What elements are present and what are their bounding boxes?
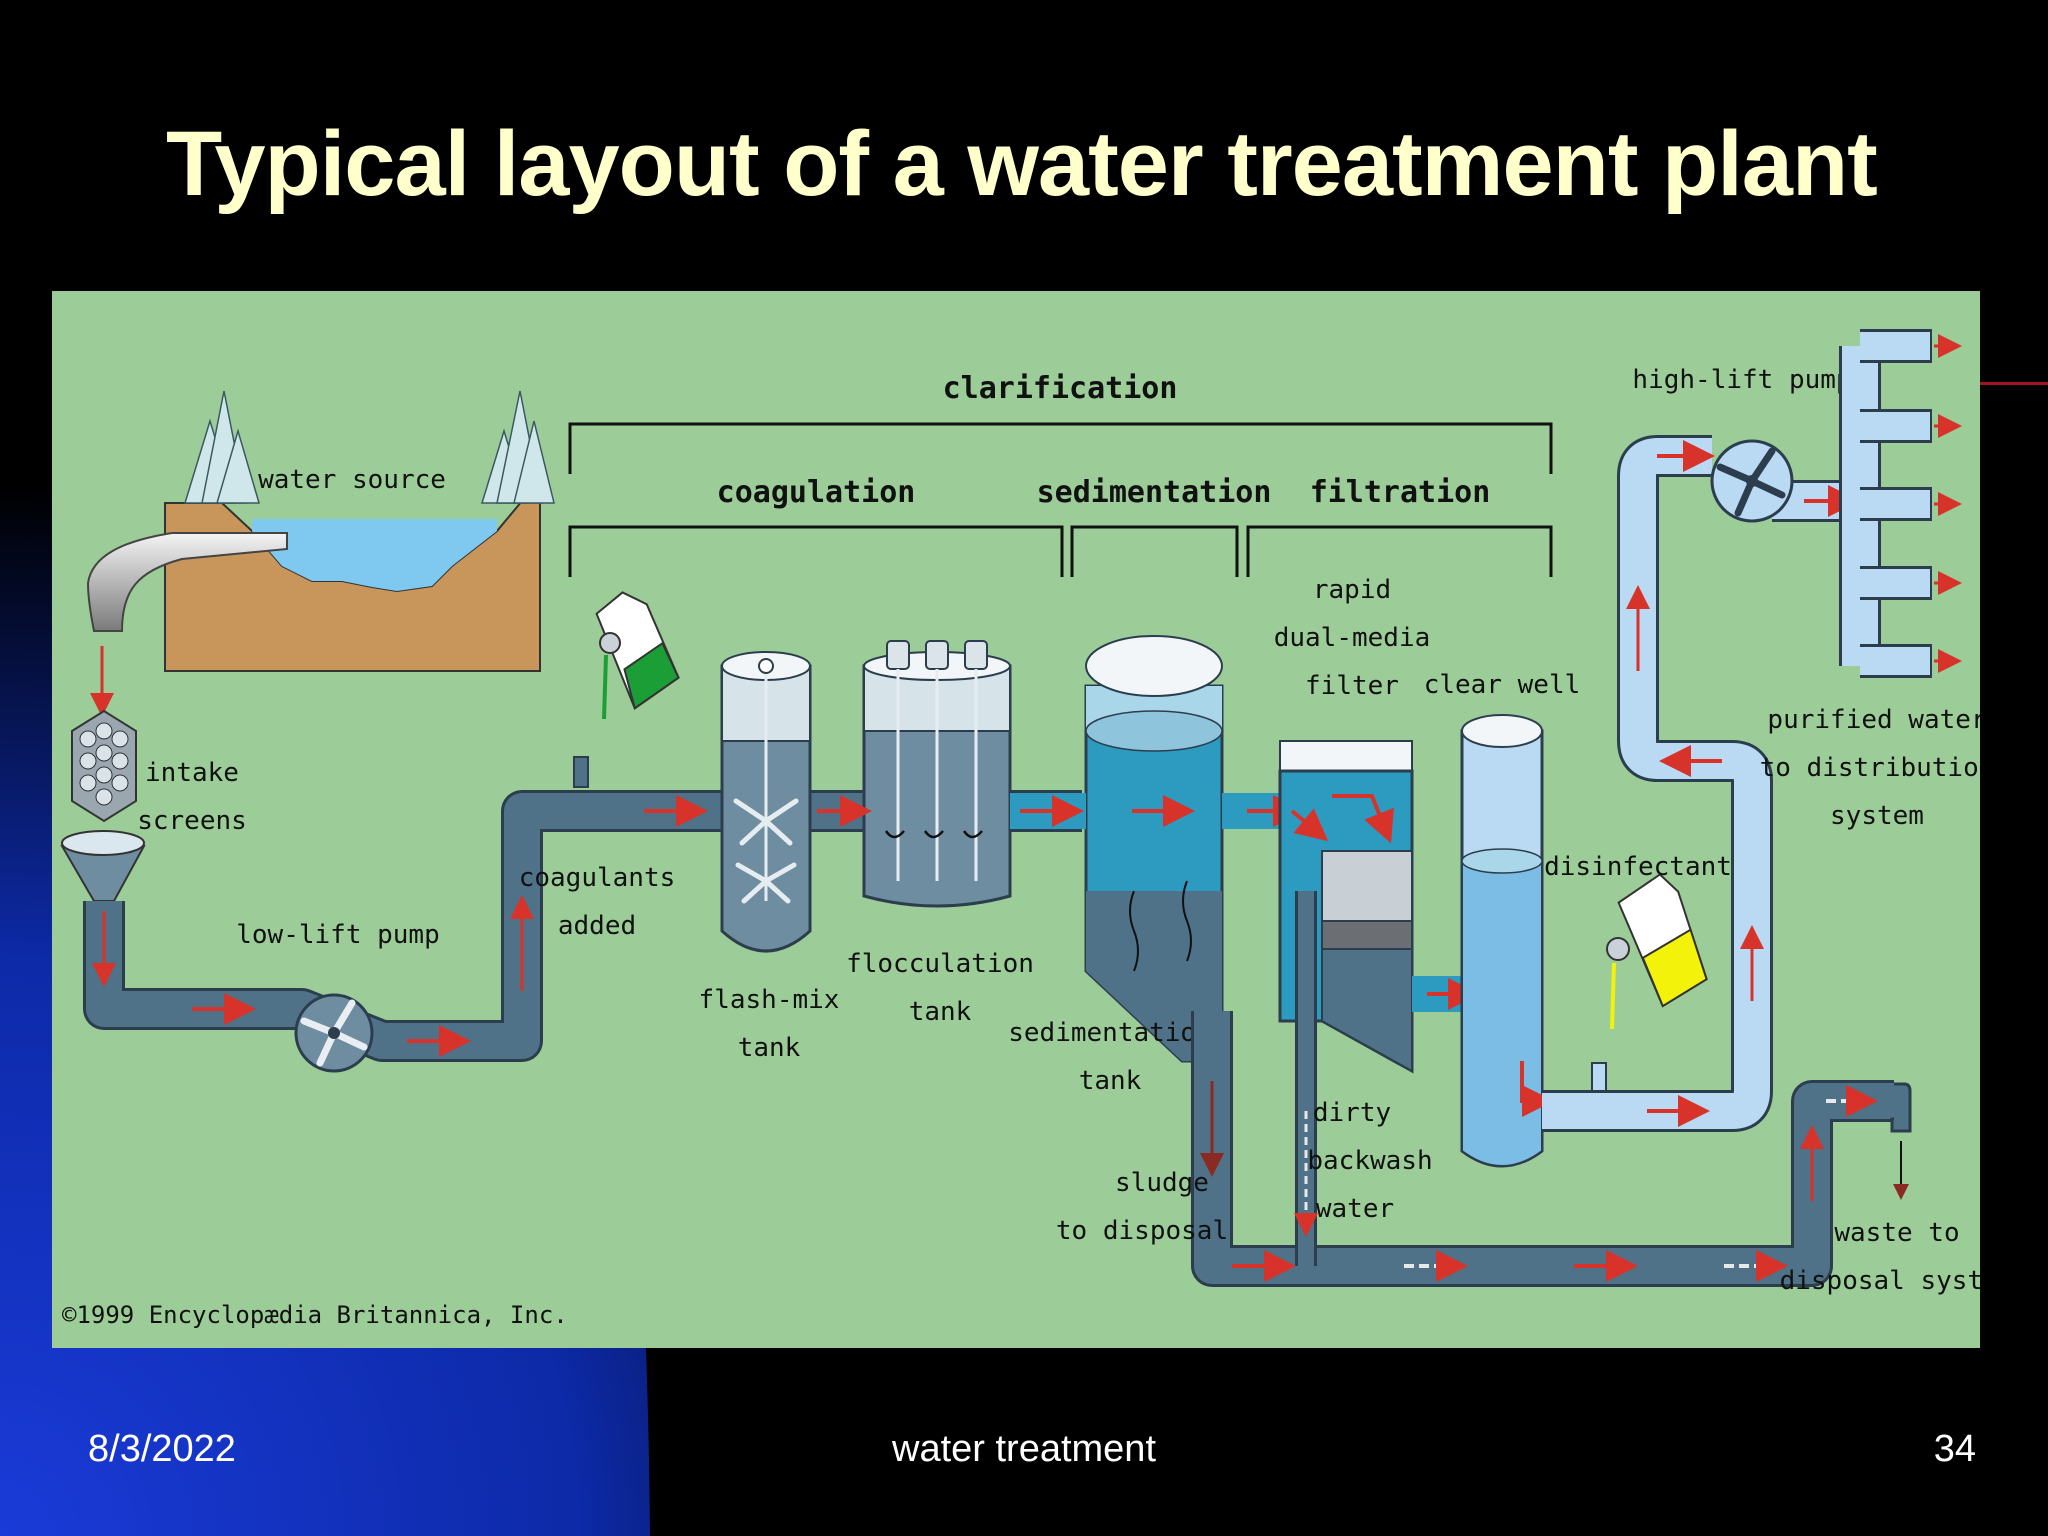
label-purified-water: purified water	[1767, 705, 1980, 735]
label-disinfectant: disinfectant	[1544, 852, 1732, 882]
label-flocculation: flocculation	[846, 949, 1034, 979]
label-flash-mix: flash-mix	[699, 985, 840, 1015]
flash-mix-tank	[720, 651, 812, 953]
sedimentation-tank	[1084, 635, 1224, 1063]
sedimentation-bracket	[1070, 525, 1239, 577]
label-coagulation: coagulation	[717, 475, 916, 510]
label-system: system	[1830, 801, 1924, 831]
intake-pipe-faucet	[86, 532, 288, 632]
waste-outlet	[1890, 1082, 1912, 1133]
slide-title: Typical layout of a water treatment plan…	[166, 113, 1878, 215]
label-backwash-water: water	[1316, 1194, 1394, 1224]
label-high-lift-pump: high-lift pump	[1632, 365, 1851, 395]
purified-water-pipe-fill	[1542, 438, 1770, 1129]
trees-right	[480, 390, 555, 504]
label-clear-well: clear well	[1424, 670, 1581, 700]
label-dual-media: dual-media	[1274, 623, 1431, 653]
filtration-bracket	[1246, 525, 1553, 577]
label-sludge: sludge	[1115, 1168, 1209, 1198]
label-dirty: dirty	[1313, 1098, 1391, 1128]
copyright-notice: ©1999 Encyclopædia Britannica, Inc.	[62, 1301, 568, 1329]
disinfectant-bottle	[1591, 873, 1708, 1094]
footer-date: 8/3/2022	[88, 1428, 236, 1470]
clear-well	[1412, 714, 1554, 1168]
label-clarification: clarification	[943, 371, 1178, 406]
label-intake: intake	[145, 758, 239, 788]
label-to-disposal: to disposal	[1056, 1216, 1228, 1246]
label-coagulants: coagulants	[519, 863, 676, 893]
label-waste-to: waste to	[1834, 1218, 1959, 1248]
label-disposal-system: disposal system	[1780, 1266, 1980, 1296]
label-sedimentation-stage: sedimentation	[1037, 475, 1272, 510]
high-lift-pump	[1710, 439, 1860, 523]
low-lift-pump	[294, 993, 374, 1073]
clarification-bracket	[568, 422, 1553, 474]
label-sedimentation-tank: tank	[1079, 1066, 1142, 1096]
intake-screens	[60, 709, 146, 902]
footer-page-number: 34	[1933, 1428, 1976, 1470]
label-backwash: backwash	[1307, 1146, 1432, 1176]
footer-title: water treatment	[892, 1428, 1156, 1470]
label-flash-mix-tank: tank	[738, 1033, 801, 1063]
water-source	[164, 390, 555, 672]
trees-left	[183, 390, 260, 504]
label-rapid: rapid	[1313, 575, 1391, 605]
accent-line	[1980, 382, 2048, 385]
coagulation-bracket	[568, 525, 1064, 577]
water-treatment-diagram: clarification coagulation sedimentation …	[52, 291, 1980, 1348]
distribution-manifold	[1839, 329, 1962, 678]
label-filtration: filtration	[1310, 475, 1491, 510]
label-flocculation-tank: tank	[909, 997, 972, 1027]
label-water-source: water source	[258, 465, 446, 495]
label-screens: screens	[137, 806, 247, 836]
label-to-distribution: to distribution	[1760, 753, 1980, 783]
label-added: added	[558, 911, 636, 941]
diagram-svg: clarification coagulation sedimentation …	[60, 329, 1980, 1329]
coagulant-bottle	[573, 591, 680, 788]
flocculation-tank	[862, 640, 1012, 908]
waste-pipe-fill	[1194, 1011, 1894, 1284]
label-filter: filter	[1305, 671, 1399, 701]
label-sedimentation: sedimentation	[1008, 1018, 1212, 1048]
label-low-lift-pump: low-lift pump	[236, 920, 440, 950]
